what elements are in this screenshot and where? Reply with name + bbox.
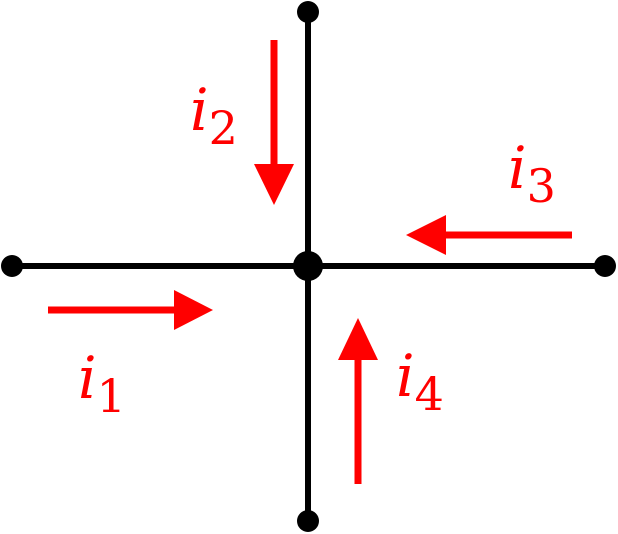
label-i2-subscript: 2 bbox=[209, 101, 238, 155]
terminal-dot-top bbox=[297, 1, 319, 23]
arrow-head-i4 bbox=[338, 318, 378, 360]
arrow-head-i1 bbox=[174, 290, 213, 330]
current-arrow-i1 bbox=[48, 290, 213, 330]
label-i1-subscript: 1 bbox=[97, 369, 126, 423]
current-arrow-i2 bbox=[254, 40, 294, 205]
current-arrow-i3 bbox=[406, 215, 572, 255]
label-i2-symbol: i bbox=[190, 76, 209, 144]
label-i3: i3 bbox=[508, 134, 556, 213]
arrow-head-i3 bbox=[406, 215, 446, 255]
terminal-dot-bottom bbox=[297, 510, 319, 532]
junction-node bbox=[293, 251, 323, 281]
label-i4: i4 bbox=[396, 342, 444, 421]
label-i1: i1 bbox=[78, 344, 126, 423]
arrow-head-i2 bbox=[254, 164, 294, 205]
terminal-dot-right bbox=[594, 255, 616, 277]
label-i1-symbol: i bbox=[78, 344, 97, 412]
label-i4-subscript: 4 bbox=[415, 367, 444, 421]
terminal-dot-left bbox=[1, 255, 23, 277]
label-i2: i2 bbox=[190, 76, 238, 155]
label-i4-symbol: i bbox=[396, 342, 415, 410]
current-arrow-i4 bbox=[338, 318, 378, 484]
label-i3-symbol: i bbox=[508, 134, 527, 202]
label-i3-subscript: 3 bbox=[527, 159, 556, 213]
